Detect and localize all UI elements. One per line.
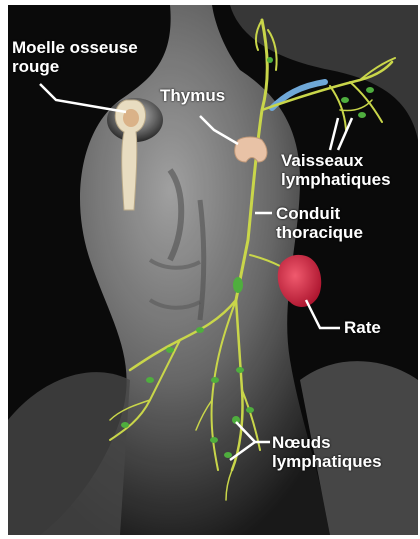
label-spleen: Rate <box>344 318 381 337</box>
label-thoracic-duct-line-1: Conduit <box>276 204 363 223</box>
label-lymph-nodes-line-1: Nœuds <box>272 433 382 452</box>
label-lymph-nodes: Nœuds lymphatiques <box>272 433 382 471</box>
label-spleen-text: Rate <box>344 318 381 337</box>
label-lymph-nodes-line-2: lymphatiques <box>272 452 382 471</box>
label-thymus: Thymus <box>160 86 225 105</box>
label-thymus-text: Thymus <box>160 86 225 105</box>
label-lymph-vessels-line-2: lymphatiques <box>281 170 391 189</box>
label-bone-marrow: Moelle osseuse rouge <box>12 38 138 76</box>
label-thoracic-duct-line-2: thoracique <box>276 223 363 242</box>
label-bone-marrow-line-2: rouge <box>12 57 138 76</box>
label-thoracic-duct: Conduit thoracique <box>276 204 363 242</box>
label-lymph-vessels-line-1: Vaisseaux <box>281 151 391 170</box>
label-lymph-vessels: Vaisseaux lymphatiques <box>281 151 391 189</box>
label-bone-marrow-line-1: Moelle osseuse <box>12 38 138 57</box>
